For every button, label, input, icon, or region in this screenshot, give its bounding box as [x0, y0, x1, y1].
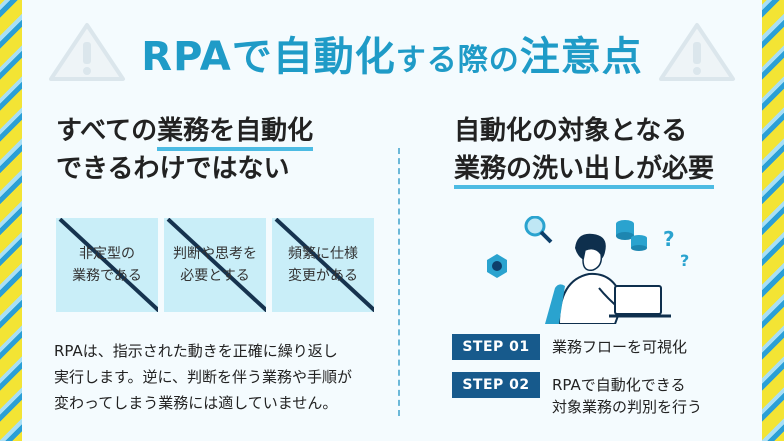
- task-box: 判断や思考を必要とする: [164, 218, 266, 312]
- left-heading: すべての業務を自動化 できるわけではない: [56, 116, 314, 184]
- column-divider: [398, 148, 400, 416]
- warning-icon: [49, 23, 125, 81]
- person: [545, 233, 625, 324]
- magnifier-icon: [524, 216, 553, 244]
- task-box: 非定型の業務である: [56, 218, 158, 312]
- left-paragraph: RPAは、指示された動きを正確に繰り返し 実行します。逆に、判断を伴う業務や手順…: [54, 342, 353, 412]
- question-mark-icon: ?: [680, 251, 689, 270]
- left-stripe-border: [0, 0, 22, 441]
- thinking-person-illustration: ? ?: [487, 216, 689, 324]
- question-mark-icon: ?: [663, 227, 675, 251]
- non-suitable-task-boxes: 非定型の業務である 判断や思考を必要とする 頻繁に仕様変更がある: [56, 218, 376, 312]
- step-badge: STEP 02: [452, 372, 540, 398]
- laptop: [609, 285, 671, 318]
- gear-icon: [487, 254, 507, 278]
- database-icon: [616, 220, 647, 251]
- right-heading: 自動化の対象となる 業務の洗い出しが必要: [454, 112, 715, 189]
- right-stripe-border: [762, 0, 784, 441]
- step-badge: STEP 01: [452, 334, 540, 360]
- task-box: 頻繁に仕様変更がある: [272, 218, 374, 312]
- warning-icon: [659, 23, 735, 81]
- page-title: RPAで自動化する際の注意点: [141, 34, 643, 80]
